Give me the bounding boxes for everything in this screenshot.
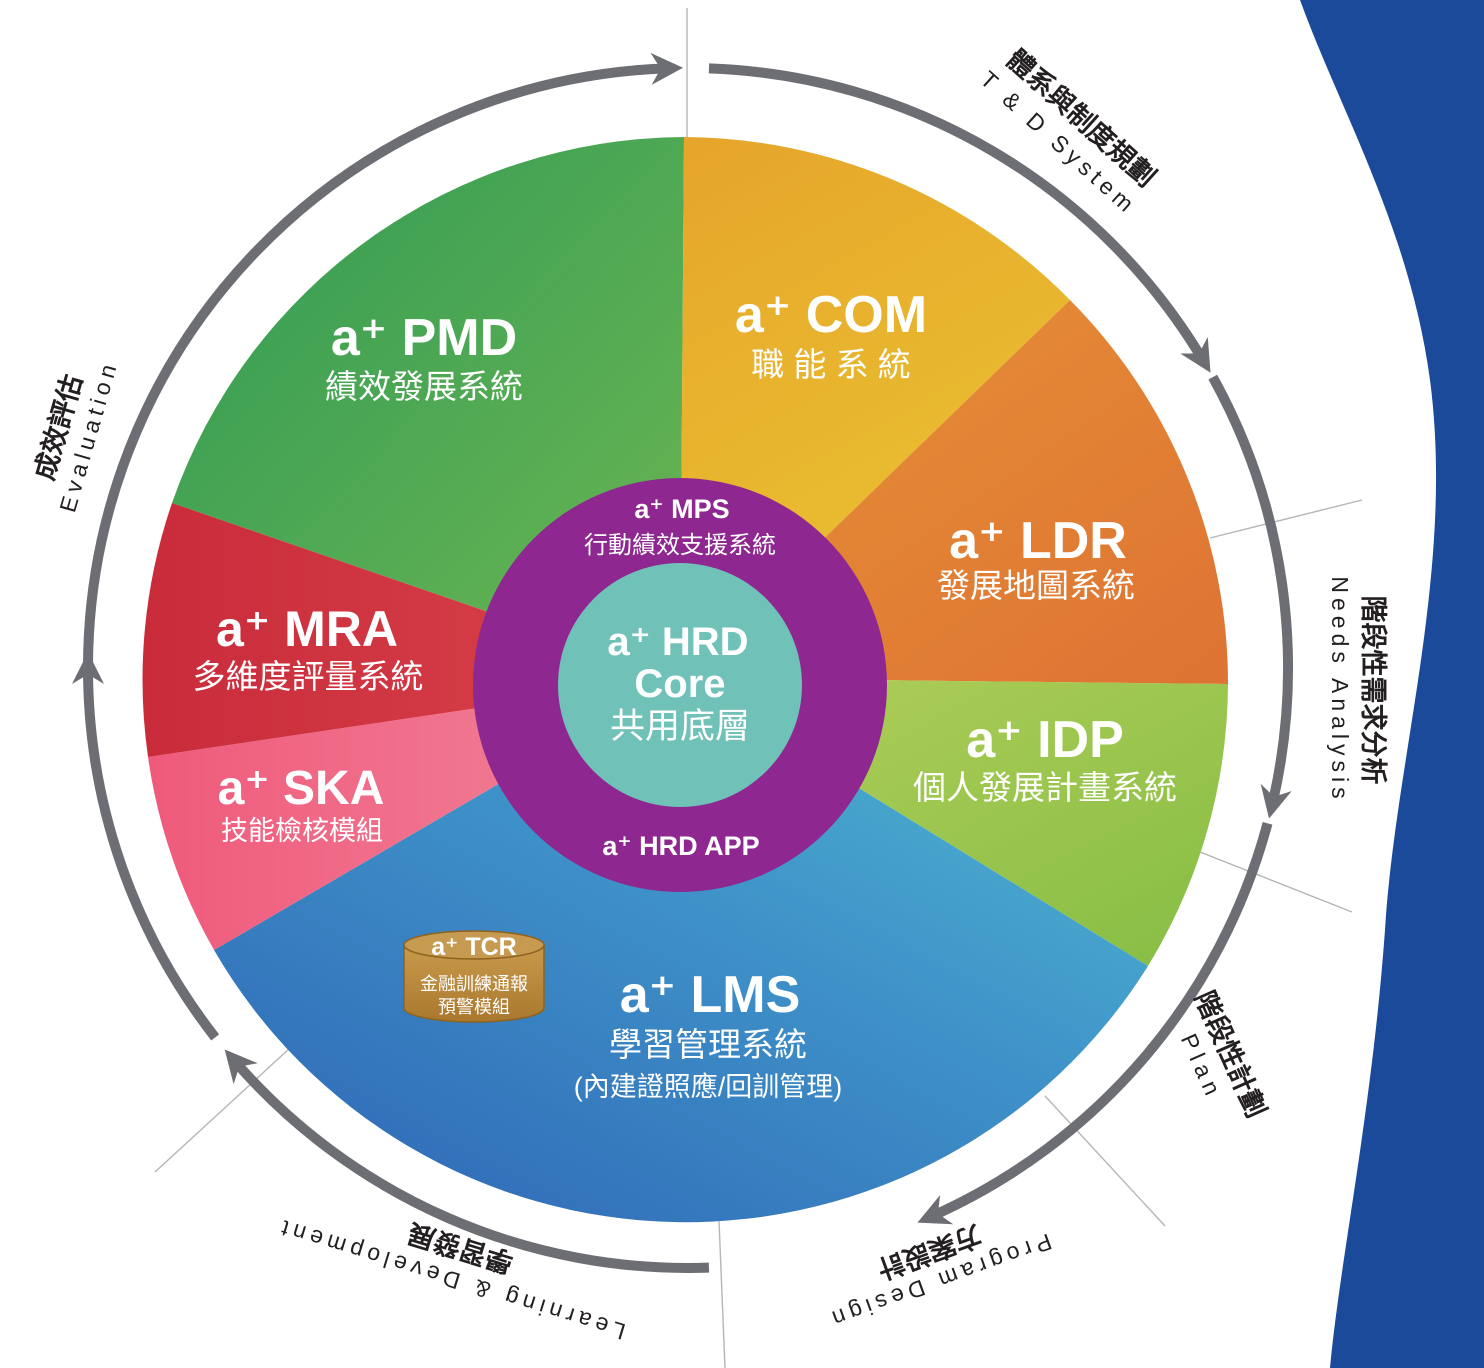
lms-title: a⁺ LMS (620, 966, 801, 1024)
ska-subtitle: 技能檢核模組 (221, 816, 383, 846)
tcr-title: a⁺ TCR (431, 933, 516, 961)
core-circle[interactable] (558, 563, 802, 807)
cycle-arrows (72, 52, 1293, 1273)
phase-system: 體系與制度規劃 T & D System (975, 43, 1162, 220)
tcr-line-1: 金融訓練通報 (420, 974, 528, 994)
arrow-system-to-needs (708, 63, 1211, 373)
arrow-learning-to-evaluation (72, 652, 220, 1041)
ldr-subtitle: 發展地圖系統 (937, 567, 1135, 604)
idp-title: a⁺ IDP (966, 711, 1124, 769)
arrow-evaluation-to-system (83, 52, 684, 669)
segment-lms[interactable] (214, 678, 1148, 1223)
lms-subtitle: 學習管理系統 (609, 1026, 807, 1063)
ring-top-subtitle: 行動績效支援系統 (584, 532, 776, 559)
phase-needs-zh: 階段性需求分析 (1358, 596, 1388, 785)
core-title: a⁺ HRD (607, 620, 748, 664)
lms-note: (內建證照應/回訓管理) (574, 1072, 842, 1102)
com-subtitle: 職 能 系 統 (751, 346, 911, 383)
arrow-needs-to-plan (1208, 374, 1293, 819)
com-title: a⁺ COM (735, 286, 927, 344)
pmd-title: a⁺ PMD (331, 309, 517, 367)
ska-title: a⁺ SKA (218, 762, 385, 815)
core-title-2: Core (634, 662, 725, 706)
idp-subtitle: 個人發展計畫系統 (913, 769, 1177, 806)
ldr-title: a⁺ LDR (949, 512, 1127, 570)
phase-divider-lines (154, 8, 1363, 1368)
tcr-line-2: 預警模組 (438, 997, 510, 1017)
phase-needs: 階段性需求分析 Needs Analysis (1327, 576, 1388, 803)
tcr-badge[interactable]: a⁺ TCR 金融訓練通報 預警模組 (403, 930, 545, 1023)
arrow-design-to-learning (224, 1049, 710, 1273)
ring-bottom-title: a⁺ HRD APP (602, 831, 759, 861)
mra-subtitle: 多維度評量系統 (193, 658, 424, 695)
ring-top-title: a⁺ MPS (634, 494, 729, 524)
phase-evaluation: 成效評估 Evaluation (28, 357, 122, 515)
arrow-plan-to-design (917, 821, 1273, 1225)
mra-title: a⁺ MRA (216, 601, 398, 657)
core-subtitle: 共用底層 (610, 707, 750, 746)
phase-needs-en: Needs Analysis (1327, 576, 1353, 803)
blue-wave-band (1300, 0, 1484, 1368)
pmd-subtitle: 績效發展系統 (325, 368, 523, 405)
